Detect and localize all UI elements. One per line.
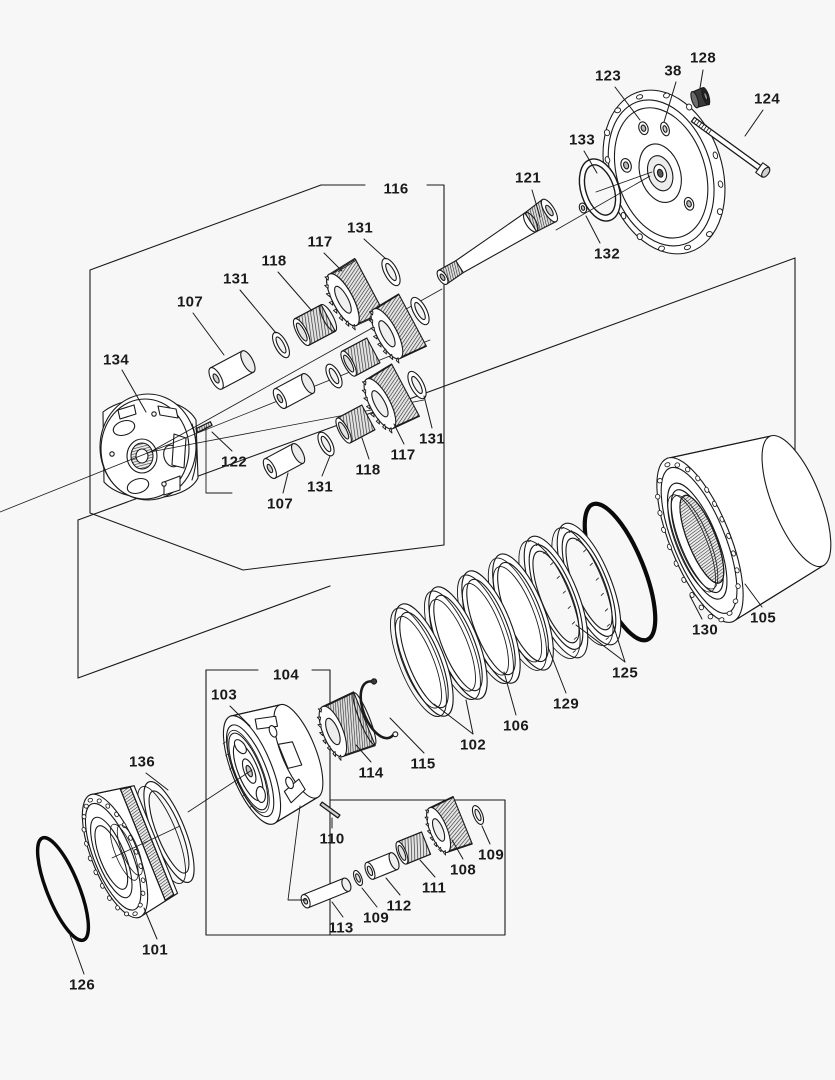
callout-107-a: 107 (177, 293, 203, 311)
part-113-pin (300, 877, 352, 909)
callout-136: 136 (129, 753, 155, 771)
part-134-planet-carrier (99, 393, 199, 501)
part-117-planet-gear (368, 293, 427, 364)
part-108-idler-gear (424, 795, 473, 856)
planet-row-c (262, 363, 427, 480)
callout-112: 112 (386, 897, 412, 915)
callout-128: 128 (690, 49, 716, 67)
part-117-planet-gear (361, 363, 420, 434)
callout-129: 129 (553, 695, 579, 713)
callout-131-a: 131 (347, 219, 373, 237)
callout-117-a: 117 (307, 233, 333, 251)
callout-110: 110 (319, 830, 345, 848)
callout-123: 123 (595, 67, 621, 85)
callout-113: 113 (328, 919, 354, 937)
detail-108-group (300, 795, 485, 909)
part-126-oring (35, 835, 91, 943)
callout-104: 104 (273, 666, 299, 684)
callout-117-b: 117 (390, 446, 416, 464)
callout-103: 103 (211, 686, 237, 704)
callout-132: 132 (594, 245, 620, 263)
detail-frame-116-border (89, 184, 445, 571)
callout-108: 108 (450, 861, 476, 879)
part-131-thrust-washer (317, 431, 335, 457)
callout-101: 101 (142, 941, 168, 959)
part-107-pin (262, 442, 306, 480)
part-102-brake-disc (390, 603, 454, 717)
part-122-dowel-pin (195, 421, 213, 433)
part-106-brake-disc (457, 570, 521, 684)
callout-131-d: 131 (419, 430, 445, 448)
callout-118-b: 118 (355, 461, 381, 479)
planet-row-a (208, 257, 401, 390)
part-131-thrust-washer (272, 331, 290, 359)
callout-107-b: 107 (267, 495, 293, 513)
detail-frame-108-border (329, 799, 506, 936)
part-110-pin (319, 801, 341, 819)
callout-131-c: 131 (307, 478, 333, 496)
part-128-plug (690, 86, 711, 109)
part-131-thrust-washer (410, 296, 430, 326)
planet-row-b (272, 293, 430, 410)
part-107-pin (272, 372, 316, 410)
part-107-pin (208, 350, 256, 390)
part-103-brake-housing (222, 703, 324, 825)
callout-116: 116 (383, 180, 409, 198)
part-112-spacer (364, 852, 400, 880)
part-132-plug (578, 202, 588, 214)
part-105-ring-gear-housing (655, 434, 832, 623)
part-131-thrust-washer (325, 363, 343, 389)
callout-38: 38 (664, 62, 682, 80)
callout-105: 105 (750, 609, 776, 627)
part-121-drive-shaft (436, 198, 559, 285)
part-118-needle-bearing (292, 303, 338, 347)
callout-118-a: 118 (261, 252, 287, 270)
callout-106: 106 (503, 717, 529, 735)
part-111-needle-bearing (395, 831, 432, 865)
callout-133: 133 (569, 131, 595, 149)
part-109-washer (352, 869, 364, 887)
callout-134: 134 (103, 351, 129, 369)
callout-121: 121 (515, 169, 541, 187)
callout-109-b: 109 (478, 846, 504, 864)
callout-126: 126 (69, 976, 95, 994)
part-131-thrust-washer (381, 257, 401, 287)
callout-131-b: 131 (223, 270, 249, 288)
part-38-washer (660, 121, 670, 137)
part-124-bolt (690, 116, 771, 178)
part-125-friction-disc (518, 535, 589, 660)
part-109-washer (471, 805, 485, 825)
part-133-oring (578, 158, 622, 222)
callout-122: 122 (221, 453, 247, 471)
part-115-snap-ring (359, 678, 399, 740)
callout-109-a: 109 (363, 909, 389, 927)
part-101-wheel-hub (81, 785, 179, 919)
callout-124: 124 (754, 90, 780, 108)
part-123-end-cover (602, 89, 726, 255)
part-131-thrust-washer (407, 370, 427, 400)
callout-130: 130 (692, 621, 718, 639)
part-117-planet-gear (324, 257, 385, 331)
part-118-needle-bearing (335, 404, 376, 444)
leader-lines (69, 69, 764, 975)
callout-115: 115 (410, 755, 436, 773)
part-114-sun-gear (316, 691, 377, 761)
part-118-needle-bearing (340, 337, 381, 377)
callout-102: 102 (460, 736, 486, 754)
callout-125: 125 (612, 664, 638, 682)
callout-111: 111 (421, 879, 447, 897)
callout-114: 114 (358, 764, 384, 782)
